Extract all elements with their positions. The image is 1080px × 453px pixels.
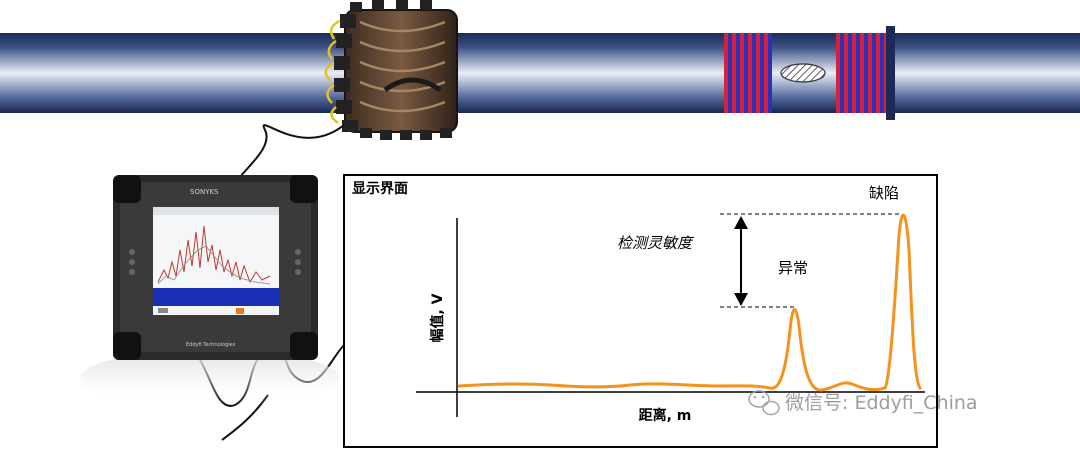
instrument-maker: Eddyfi Technologies [186,342,236,348]
instrument-brand: SONYKS [190,188,219,196]
right-test-band [836,33,886,113]
watermark-text: 微信号: Eddyfi_China [785,392,978,414]
pipe [0,33,1080,113]
y-axis-label: 幅值, V [429,293,446,342]
defect-label: 缺陷 [869,184,899,202]
inspection-instrument: SONYKS Eddyfi Technologies [80,175,340,406]
pipe-flange [886,26,895,120]
sensitivity-label: 检测灵敏度 [617,234,694,252]
signal-trace [457,213,922,392]
probe-cable [231,124,345,191]
left-test-band [724,33,772,113]
panel-title: 显示界面 [352,181,408,197]
anomaly-label: 异常 [778,259,808,277]
x-axis-label: 距离, m [639,407,692,424]
sensitivity-arrow [734,216,748,306]
wechat-watermark: 微信号: Eddyfi_China [748,390,978,416]
display-panel [343,174,938,448]
transducer-collar [324,0,458,140]
wechat-icon [748,390,780,416]
pipe-defect [780,63,826,83]
